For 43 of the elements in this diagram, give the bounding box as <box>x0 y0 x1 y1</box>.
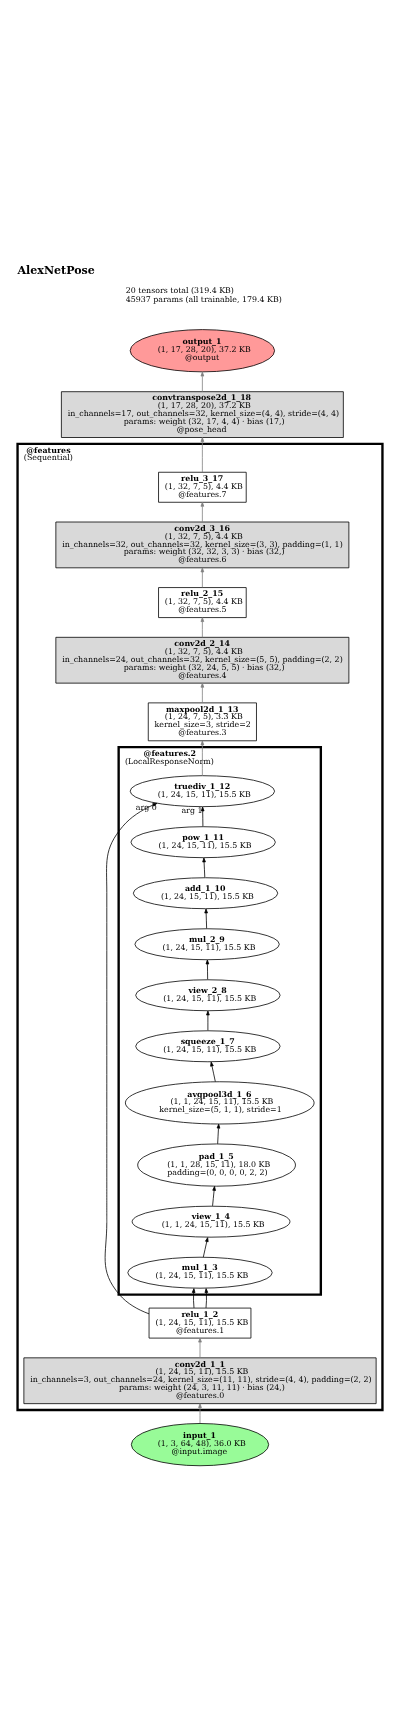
node-box: relu_2_15 (1, 32, 7, 5), 4.4 KB @features.5 <box>158 587 247 618</box>
label: 20 tensors total (319.4 KB) <box>125 286 234 296</box>
arrow <box>191 1288 196 1309</box>
arrow <box>204 1288 209 1309</box>
arrow <box>200 371 205 393</box>
arrow <box>210 1061 216 1082</box>
node-ellipse: avgpool3d_1_6 (1, 1, 24, 15, 11), 15.5 KB kernel_size=(5, 1, 1), stride=1 <box>124 1081 315 1125</box>
arrow <box>198 1403 202 1424</box>
node-ellipse: pad_1_5 (1, 1, 28, 15, 11), 18.0 KB padding=(0, 0, 0, 0, 2, 2) <box>137 1143 296 1187</box>
node-box: conv2d_1_1 (1, 24, 15, 11), 15.5 KB in_channels=3, out_channels=24, kernel_size=(11, 11), stride=(4, 4), padding=(2, 2) params: weight (24, 3, 11, 11) · bias (24,) @features.0 <box>23 1357 377 1405</box>
arrow <box>202 857 206 878</box>
arrow <box>204 908 208 929</box>
node-ellipse: input_1 (1, 3, 64, 48), 36.0 KB @input.image <box>130 1423 270 1467</box>
arrow <box>200 501 205 523</box>
arrow <box>200 682 205 704</box>
arrow <box>200 437 205 473</box>
node-ellipse: mul_1_3 (1, 24, 15, 11), 15.5 KB <box>127 1256 273 1289</box>
node-ellipse: add_1_10 (1, 24, 15, 11), 15.5 KB <box>132 877 279 910</box>
arrow <box>205 959 210 980</box>
node-box: convtranspose2d_1_18 (1, 17, 28, 20), 37.2 KB in_channels=17, out_channels=32, kernel_size=(4, 4), stride=(4, 4) params: weight (32, 17, 4, 4) · bias (17,) @pose_head <box>61 391 344 438</box>
node-ellipse: squeeze_1_7 (1, 24, 15, 11), 15.5 KB <box>135 1030 281 1063</box>
arrow <box>198 1337 202 1359</box>
node-ellipse: view_2_8 (1, 24, 15, 11), 15.5 KB <box>135 979 281 1012</box>
arrow <box>200 567 205 588</box>
node-box: relu_1_2 (1, 24, 15, 11), 15.5 KB @features.1 <box>148 1307 252 1339</box>
arrow <box>200 740 205 776</box>
arrow <box>200 617 205 638</box>
arrow <box>200 806 205 827</box>
arrow <box>206 1010 210 1031</box>
node-box: conv2d_2_14 (1, 32, 7, 5), 4.4 KB in_channels=24, out_channels=32, kernel_size=(5, 5), padding=(2, 2) params: weight (32, 24, 5, 5) · bias (32,) @features.4 <box>55 636 350 684</box>
arrow <box>216 1123 221 1145</box>
node-box: conv2d_3_16 (1, 32, 7, 5), 4.4 KB in_channels=32, out_channels=32, kernel_size=(3, 3), padding=(1, 1) params: weight (32, 32, 3, 3) · bias (32,) @features.6 <box>55 521 350 569</box>
label: 45937 params (all trainable, 179.4 KB) <box>125 294 282 304</box>
edge-label: arg 1 <box>181 806 203 816</box>
node-ellipse: pow_1_11 (1, 24, 15, 11), 15.5 KB <box>130 826 276 859</box>
node-ellipse: view_1_4 (1, 1, 24, 15, 11), 15.5 KB <box>131 1205 291 1238</box>
diagram-title: AlexNetPose <box>17 264 95 278</box>
node-box: relu_3_17 (1, 32, 7, 5), 4.4 KB @features.7 <box>158 471 247 503</box>
arrow <box>202 1237 209 1258</box>
node-ellipse: mul_2_9 (1, 24, 15, 11), 15.5 KB <box>134 928 280 961</box>
node-ellipse: output_1 (1, 17, 28, 20), 37.2 KB @output <box>129 329 275 373</box>
arrow <box>212 1186 216 1207</box>
node-box: maxpool2d_1_13 (1, 24, 7, 5), 3.3 KB kernel_size=3, stride=2 @features.3 <box>147 702 257 742</box>
